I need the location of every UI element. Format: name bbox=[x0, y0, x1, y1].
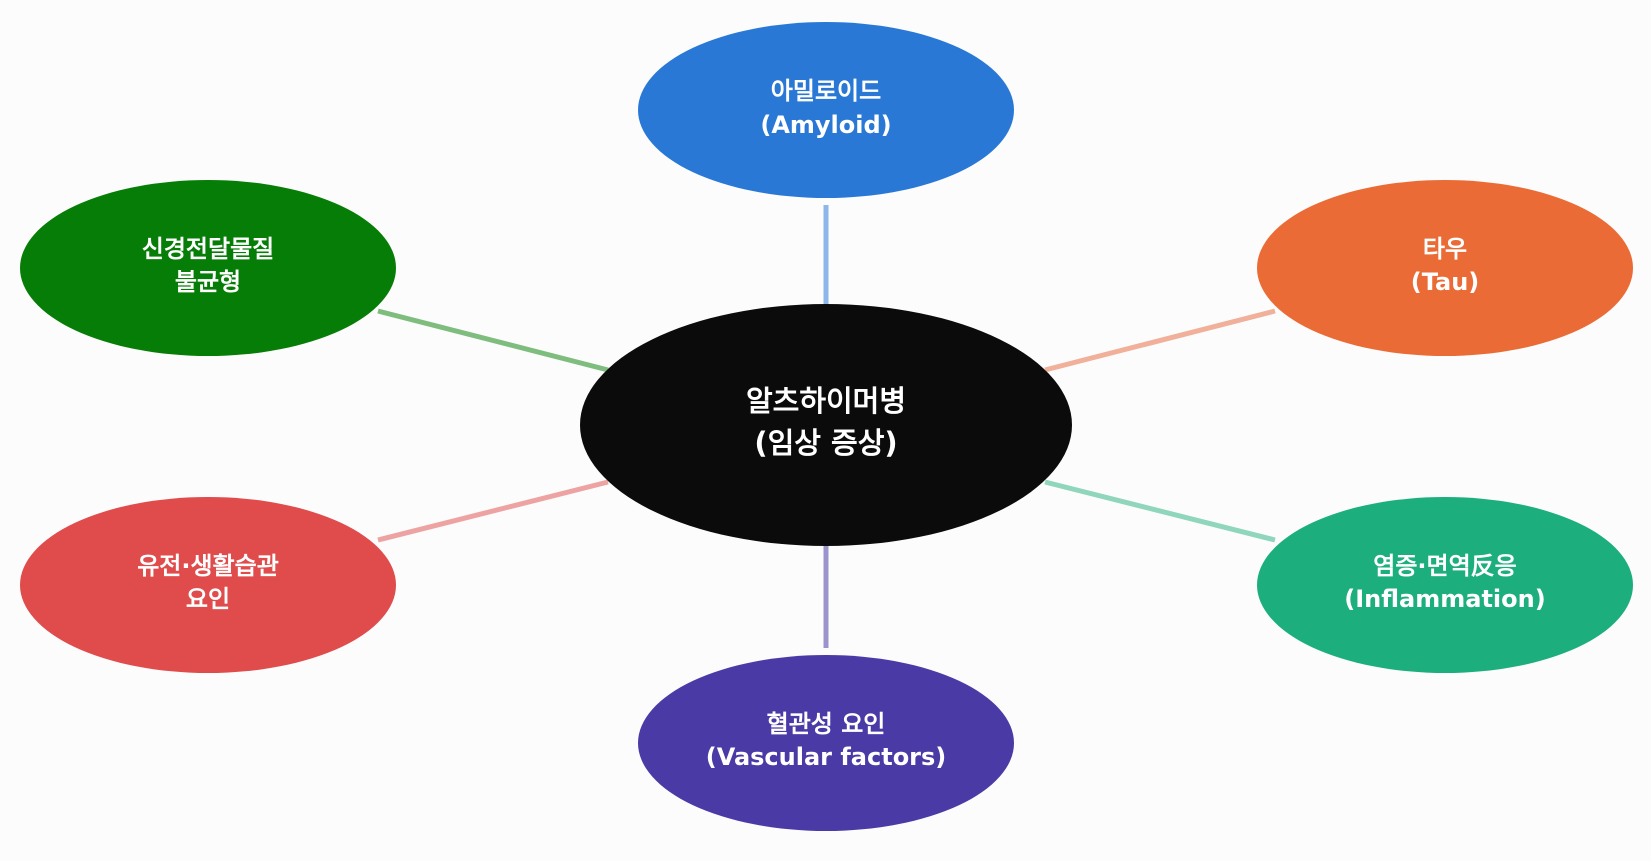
genetic-label-line2: 요인 bbox=[186, 585, 230, 613]
inflammation-ellipse bbox=[1257, 497, 1633, 673]
link-genetic bbox=[377, 479, 609, 543]
neuro-label-line1: 신경전달물질 bbox=[142, 235, 274, 263]
tau-ellipse bbox=[1257, 180, 1633, 356]
center-label-line1: 알츠하이머병 bbox=[746, 384, 906, 418]
node-neurotransmitter: 신경전달물질 불균형 bbox=[20, 180, 396, 356]
amyloid-label-line2: (Amyloid) bbox=[760, 111, 891, 139]
neuro-ellipse bbox=[20, 180, 396, 356]
center-ellipse bbox=[580, 304, 1072, 546]
connectors bbox=[377, 205, 1276, 648]
neuro-label-line2: 불균형 bbox=[175, 268, 241, 296]
link-neuro bbox=[377, 308, 609, 373]
link-tau bbox=[1044, 308, 1276, 373]
inflammation-label-line2: (Inflammation) bbox=[1344, 585, 1545, 613]
node-amyloid: 아밀로이드 (Amyloid) bbox=[638, 22, 1014, 198]
node-genetic-lifestyle: 유전·생활습관 요인 bbox=[20, 497, 396, 673]
genetic-label-line1: 유전·생활습관 bbox=[137, 552, 279, 580]
genetic-ellipse bbox=[20, 497, 396, 673]
link-inflammation bbox=[1044, 479, 1276, 543]
inflammation-label-line1: 염증·면역反응 bbox=[1373, 552, 1517, 580]
center-node: 알츠하이머병 (임상 증상) bbox=[580, 304, 1072, 546]
center-label-line2: (임상 증상) bbox=[754, 426, 897, 460]
vascular-label-line1: 혈관성 요인 bbox=[767, 710, 886, 738]
vascular-ellipse bbox=[638, 655, 1014, 831]
amyloid-ellipse bbox=[638, 22, 1014, 198]
node-vascular: 혈관성 요인 (Vascular factors) bbox=[638, 655, 1014, 831]
tau-label-line2: (Tau) bbox=[1411, 268, 1480, 296]
tau-label-line1: 타우 bbox=[1423, 235, 1467, 263]
node-inflammation: 염증·면역反응 (Inflammation) bbox=[1257, 497, 1633, 673]
vascular-label-line2: (Vascular factors) bbox=[706, 743, 947, 771]
node-tau: 타우 (Tau) bbox=[1257, 180, 1633, 356]
amyloid-label-line1: 아밀로이드 bbox=[771, 77, 881, 105]
